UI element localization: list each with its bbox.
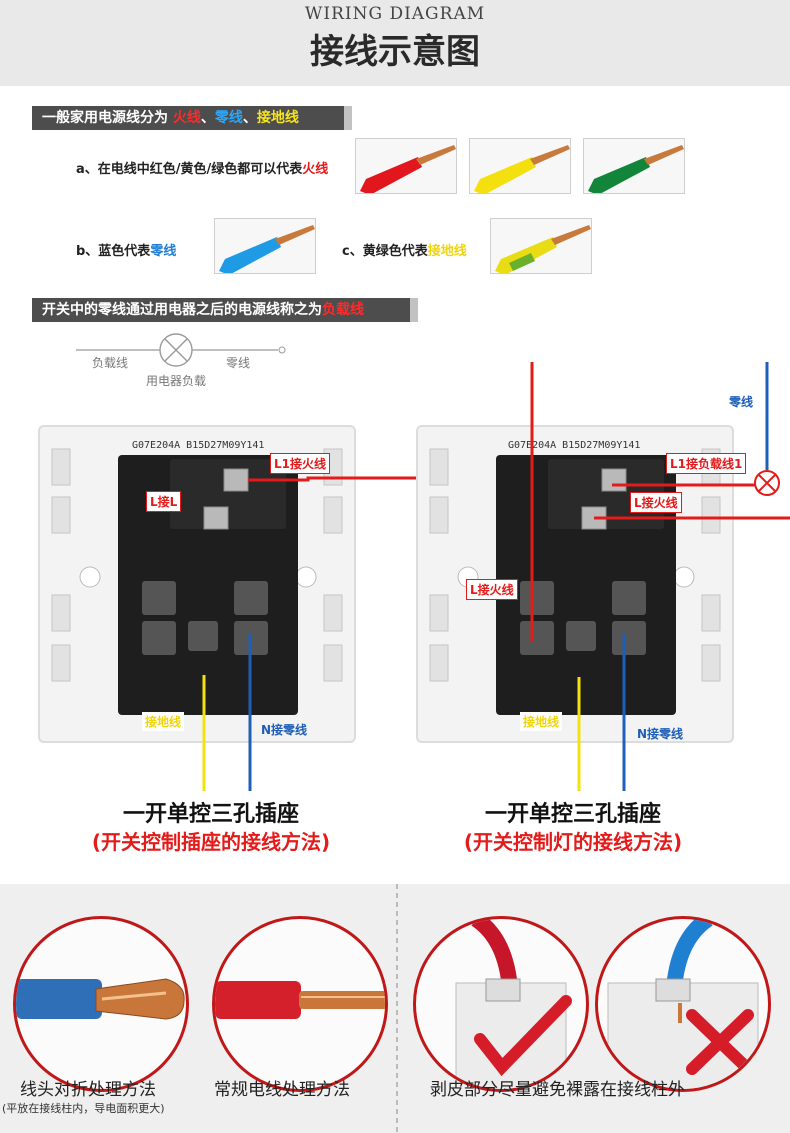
line-b-text: b、蓝色代表 [76,244,151,259]
socket-1-label-ground: 接地线 [142,712,185,731]
divider-dashed [396,884,398,1133]
regular-wire-icon [215,981,385,1019]
socket-1-drawing [51,448,356,743]
socket-2-drawing [429,448,734,743]
caption-regular-method: 常规电线处理方法 [214,1080,350,1100]
bar2-highlight: 负载线 [322,302,364,318]
socket-2-neutral-and-load [734,362,790,520]
socket-1-subtitle: (开关控制插座的接线方法) [91,830,331,854]
socket-2-label-ground: 接地线 [520,712,563,731]
bar-sep: 、 [242,110,257,126]
section-bar-load-wire: 开关中的零线通过用电器之后的电源线称之为负载线 [32,298,410,322]
text-line-a: a、在电线中红色/黄色/绿色都可以代表火线 [76,158,328,177]
socket-1-label-l: L接L [146,491,182,512]
wire-sample-red [355,138,457,194]
header-chinese-title: 接线示意图 [310,32,480,72]
socket-1-code: G07E204A B15D27M09Y141 [132,440,265,451]
load-wire-label: 负载线 [92,356,129,370]
header-banner: WIRING DIAGRAM 接线示意图 [0,0,790,86]
bar2-text: 开关中的零线通过用电器之后的电源线称之为 [42,302,322,318]
text-line-c: c、黄绿色代表接地线 [342,240,467,259]
wire-sample-yellow [469,138,571,194]
blue-wire-icon [219,225,315,273]
socket-2-subtitle: (开关控制灯的接线方法) [463,830,683,854]
caption-folded-note: (平放在接线柱内，导电面积更大) [2,1102,165,1115]
bar-fire: 火线 [172,110,201,126]
socket-2-label-l: L接火线 [630,492,682,513]
load-diagram [76,333,286,367]
socket-1-title: 一开单控三孔插座 [122,802,299,827]
wrong-cross-icon [607,919,759,1089]
socket-2-code: G07E204A B15D27M09Y141 [508,440,641,451]
bar-sep: 、 [200,110,215,126]
socket-2-fire-wire-vertical [530,362,534,642]
line-c-highlight: 接地线 [427,244,467,259]
folded-wire-icon [16,978,185,1020]
bar-ground: 接地线 [256,110,299,126]
neutral-wire-label: 零线 [226,356,251,370]
wire-sample-blue [214,218,316,274]
green-wire-icon [588,145,684,193]
line-a-highlight: 火线 [302,162,329,177]
caption-folded-method: 线头对折处理方法 [20,1080,156,1100]
tip-circle-folded-wire [13,916,189,1092]
yellow-green-wire-icon [495,225,591,273]
socket-2-label-l1: L1接负载线1 [666,453,747,474]
socket-2-label-l-fire: L接火线 [466,579,518,600]
tip-circle-correct [413,916,589,1092]
yellow-wire-icon [474,145,570,193]
socket-1-label-n: N接零线 [261,723,308,737]
socket-2-title: 一开单控三孔插座 [484,802,661,827]
section-bar-wire-types: 一般家用电源线分为 火线、零线、接地线 [32,106,344,130]
socket-1-fire-wire-link [356,476,416,480]
socket-1-label-l1: L1接火线 [270,453,330,474]
text-line-b: b、蓝色代表零线 [76,240,176,259]
tip-circle-wrong [595,916,771,1092]
bottom-tips-panel: 线头对折处理方法 (平放在接线柱内，导电面积更大) 常规电线处理方法 剥皮部分尽… [0,884,790,1133]
line-b-highlight: 零线 [150,244,177,259]
bar-neutral: 零线 [214,110,243,126]
bar-prefix: 一般家用电源线分为 [42,110,173,126]
line-a-text: a、在电线中红色/黄色/绿色都可以代表 [76,162,303,177]
socket-2-label-neutral-top: 零线 [729,395,754,409]
tip-circle-regular-wire [212,916,388,1092]
wire-sample-green [583,138,685,194]
wire-sample-yellow-green [490,218,592,274]
socket-2-wires-down [577,743,626,791]
correct-check-icon [455,919,572,1089]
header-english-title: WIRING DIAGRAM [304,4,486,24]
line-c-text: c、黄绿色代表 [342,244,428,259]
socket-1-wires-down [202,743,252,791]
bar-end-cap [410,298,418,322]
socket-2-label-n: N接零线 [637,727,684,741]
bar-end-cap [344,106,352,130]
red-wire-icon [360,145,456,193]
caption-strip-advice: 剥皮部分尽量避免裸露在接线柱外 [430,1080,685,1100]
appliance-load-label: 用电器负载 [146,374,207,388]
